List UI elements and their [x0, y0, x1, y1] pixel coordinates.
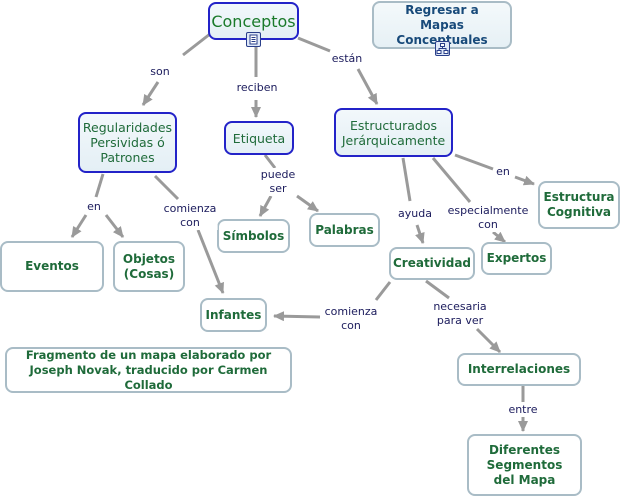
arrow-comienza-right	[273, 311, 321, 322]
link-en-left[interactable]: en	[86, 200, 102, 214]
link-comienza-con-left[interactable]: comienza con	[162, 202, 218, 230]
connector-necesaria	[425, 279, 450, 300]
connector-estan	[297, 36, 331, 53]
connector-en-right	[454, 153, 494, 171]
link-son[interactable]: son	[149, 65, 171, 79]
link-estan[interactable]: están	[330, 52, 364, 66]
arrow-en-objetos	[104, 214, 125, 238]
concept-infantes[interactable]: Infantes	[200, 298, 267, 332]
link-puede-ser[interactable]: puede ser	[259, 168, 297, 196]
concept-eventos[interactable]: Eventos	[0, 241, 104, 292]
arrow-puede-ser-simbolos	[258, 195, 273, 217]
link-en-right[interactable]: en	[495, 165, 511, 179]
connector-ayuda	[401, 157, 412, 202]
arrow-son	[141, 81, 160, 106]
link-comienza-con-right[interactable]: comienza con	[323, 305, 379, 333]
concept-interrelaciones[interactable]: Interrelaciones	[457, 353, 581, 386]
concept-palabras[interactable]: Palabras	[309, 213, 380, 247]
concept-regresar-mapas[interactable]: Regresar a Mapas Conceptuales	[372, 1, 512, 49]
connector-comienza-left	[153, 174, 180, 201]
link-necesaria-para-ver[interactable]: necesaria para ver	[432, 300, 488, 328]
link-reciben[interactable]: reciben	[235, 81, 279, 95]
connector-puede-ser	[263, 154, 277, 169]
arrow-en-estructura	[514, 175, 535, 186]
connector-son	[182, 32, 211, 57]
arrow-necesaria	[475, 327, 502, 354]
arrow-especialmente	[492, 230, 506, 244]
concept-estructurados[interactable]: Estructurados Jerárquicamente	[334, 108, 453, 157]
arrow-estan	[356, 68, 379, 105]
concept-simbolos[interactable]: Símbolos	[217, 219, 290, 253]
concept-etiqueta[interactable]: Etiqueta	[224, 121, 294, 155]
link-entre[interactable]: entre	[507, 403, 539, 417]
concept-conceptos[interactable]: Conceptos	[208, 2, 299, 40]
arrow-puede-ser-palabras	[296, 194, 319, 213]
concept-fragmento-nota[interactable]: Fragmento de un mapa elaborado por Josep…	[5, 347, 292, 393]
concept-map-icon[interactable]	[435, 41, 450, 56]
arrow-en-eventos	[70, 214, 88, 238]
concept-expertos[interactable]: Expertos	[481, 242, 552, 275]
arrow-comienza-left	[196, 229, 225, 294]
concept-regularidades[interactable]: Regularidades Persividas ó Patrones	[78, 112, 177, 173]
concept-objetos[interactable]: Objetos (Cosas)	[113, 241, 185, 292]
concept-diferentes-segmentos[interactable]: Diferentes Segmentos del Mapa	[467, 434, 582, 496]
concept-creatividad[interactable]: Creatividad	[389, 247, 475, 280]
document-icon[interactable]	[246, 32, 261, 47]
concept-estructura-cognitiva[interactable]: Estructura Cognitiva	[538, 181, 620, 229]
connector-especialmente	[431, 157, 472, 203]
link-especialmente-con[interactable]: especialmente con	[446, 204, 530, 232]
connector-en-left	[94, 173, 105, 198]
arrow-ayuda	[415, 224, 425, 244]
link-ayuda[interactable]: ayuda	[397, 207, 433, 221]
connector-comienza-right	[374, 281, 392, 301]
